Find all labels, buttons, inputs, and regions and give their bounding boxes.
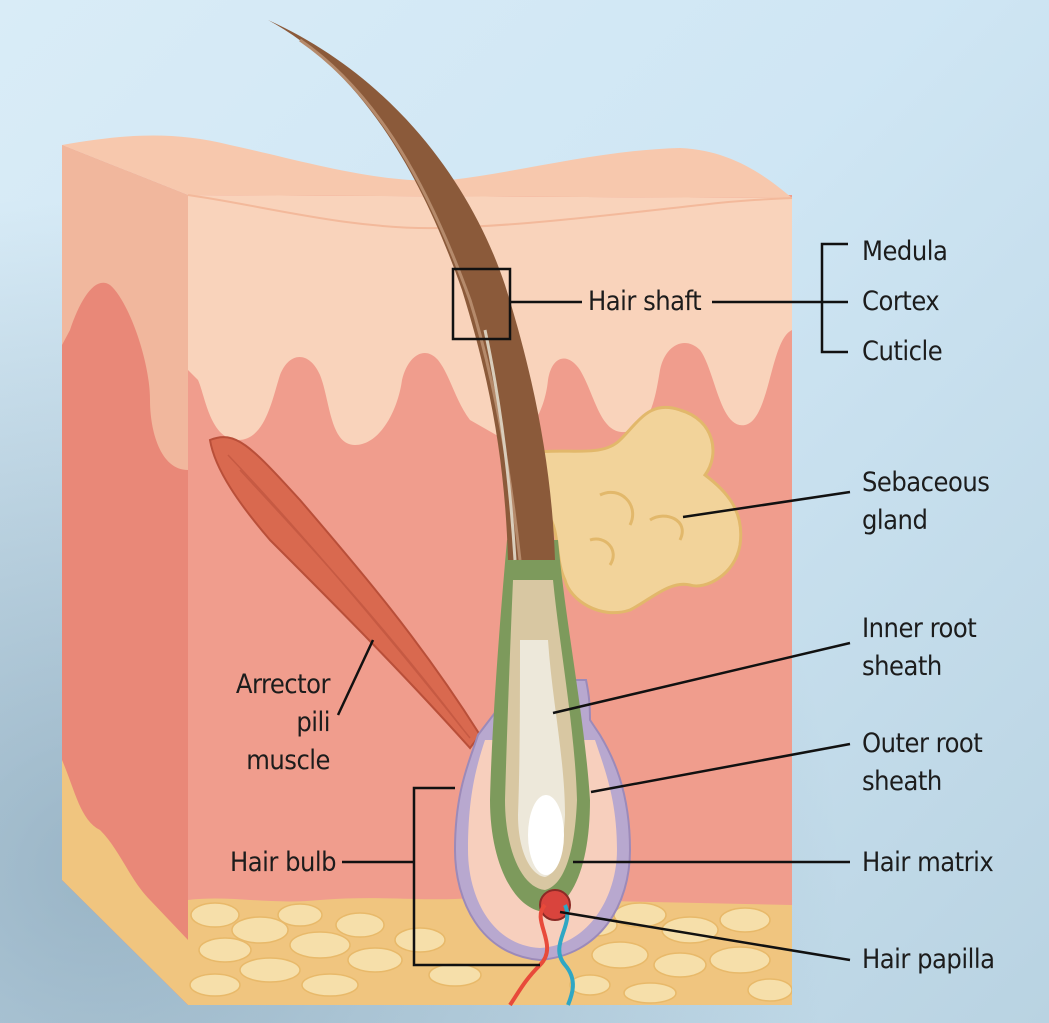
label-hair-papilla: Hair papilla — [862, 944, 995, 975]
label-medula: Medula — [862, 236, 948, 267]
skin-block-side-face — [62, 145, 188, 1005]
leader-lines — [336, 242, 851, 967]
hair-shaft-zoom-box — [451, 267, 512, 341]
label-outer-root-sheath-line1: Outer root — [862, 728, 983, 759]
label-sebaceous-gland-line2: gland — [862, 505, 928, 536]
label-inner-root-sheath-line2: sheath — [862, 651, 942, 682]
skin-block-front-face — [188, 195, 792, 1005]
label-cortex: Cortex — [862, 286, 940, 317]
label-outer-root-sheath-line2: sheath — [862, 766, 942, 797]
label-arrector-pili-line3: muscle — [246, 745, 330, 776]
label-hair-matrix: Hair matrix — [862, 847, 994, 878]
hair-shaft — [268, 20, 555, 561]
hair-follicle — [453, 540, 632, 1007]
label-cuticle: Cuticle — [862, 336, 943, 367]
label-arrector-pili-line2: pili — [296, 707, 330, 738]
label-inner-root-sheath-line1: Inner root — [862, 613, 977, 644]
label-hair-shaft: Hair shaft — [588, 286, 702, 317]
label-hair-bulb: Hair bulb — [230, 847, 337, 878]
label-arrector-pili-line1: Arrector — [235, 669, 331, 700]
label-sebaceous-gland-line1: Sebaceous — [862, 467, 990, 498]
skin-surface-top — [62, 135, 792, 198]
fat-cells — [189, 902, 792, 1004]
